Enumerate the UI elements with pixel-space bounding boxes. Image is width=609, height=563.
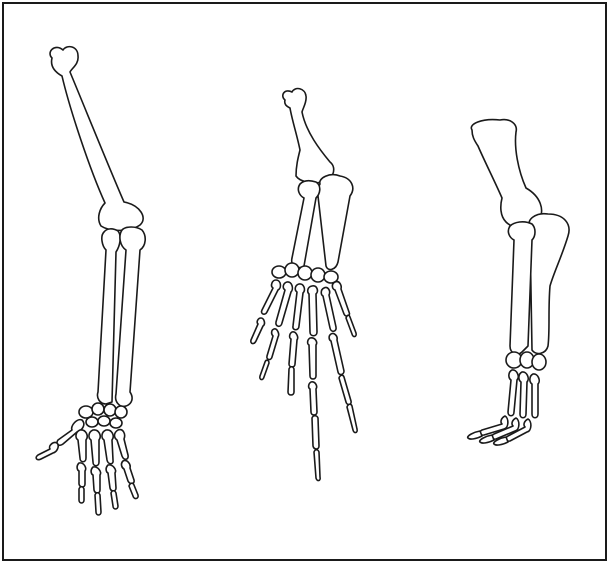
radius-bone (116, 227, 146, 406)
middle-finger (89, 430, 101, 515)
carpals (79, 403, 127, 428)
digit-4 (308, 286, 321, 481)
index-finger (76, 430, 87, 503)
ring-finger (102, 430, 118, 509)
humerus-bone (283, 89, 334, 183)
metacarpals (508, 370, 539, 418)
toes (468, 416, 531, 445)
little-finger (115, 430, 139, 499)
carpals (506, 352, 546, 370)
digit-2 (260, 282, 293, 380)
limb-animal-forelimb (251, 89, 357, 481)
digit-5 (321, 288, 357, 433)
humerus-bone (50, 47, 143, 231)
limb-ungulate-forelimb (468, 120, 569, 445)
digit-3 (288, 284, 304, 395)
humerus-bone (471, 120, 541, 228)
limb-human-arm (36, 47, 145, 515)
radius-bone (292, 181, 320, 268)
ulna-bone (317, 175, 353, 270)
